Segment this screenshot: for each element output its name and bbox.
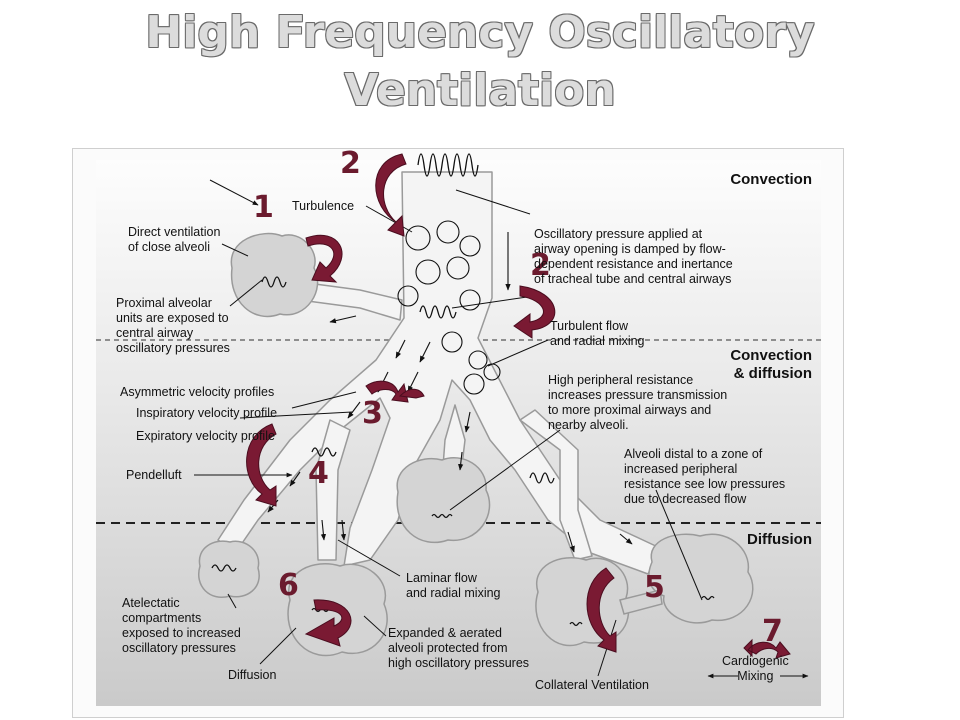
flow-arrows xyxy=(267,232,633,553)
mechanism-number-7: 7 xyxy=(762,614,783,649)
mechanism-number-5: 5 xyxy=(644,570,665,605)
label-diffusion: Diffusion xyxy=(228,668,277,682)
label-expanded: Expanded & aerated alveoli protected fro… xyxy=(388,626,530,670)
airway-tree xyxy=(217,171,661,575)
arrow-6 xyxy=(304,599,352,647)
label-alveoli-distal: Alveoli distal to a zone of increased pe… xyxy=(624,447,786,506)
label-oscillatory-pressure: Oscillatory pressure applied at airway o… xyxy=(534,227,733,286)
label-expiratory: Expiratory velocity profile xyxy=(136,429,275,443)
mechanism-number-4: 4 xyxy=(308,456,329,491)
arrow-1 xyxy=(305,234,343,283)
label-asymmetric: Asymmetric velocity profiles xyxy=(120,385,275,399)
label-proximal-alveolar: Proximal alveolar units are exposed to c… xyxy=(116,296,230,355)
leader-lines xyxy=(194,179,809,679)
wave-collateral xyxy=(569,621,583,627)
alveolus-central xyxy=(396,457,491,544)
alveolus-collateral-right xyxy=(648,533,754,624)
wave-atelectatic xyxy=(211,564,237,572)
mechanism-number-3: 3 xyxy=(362,396,383,431)
arrow-3-b xyxy=(398,388,425,399)
arrow-5 xyxy=(586,567,617,653)
alveolus-proximal xyxy=(230,232,319,318)
mechanism-number-6: 6 xyxy=(278,568,299,603)
wave-central xyxy=(431,513,453,519)
label-direct-ventilation: Direct ventilation of close alveoli xyxy=(128,225,221,254)
zone-diffusion: Diffusion xyxy=(747,531,812,548)
title-line-2: Ventilation xyxy=(344,65,616,116)
wave-branch xyxy=(529,472,555,484)
zone-convection-diffusion: Convection & diffusion xyxy=(730,347,812,382)
arrow-7 xyxy=(743,638,791,659)
label-cardiogenic: Cardiogenic Mixing xyxy=(722,654,789,683)
title-line-1: High Frequency Oscillatory xyxy=(145,7,815,58)
label-inspiratory: Inspiratory velocity profile xyxy=(136,406,278,420)
wave-distal xyxy=(701,595,715,601)
arrow-3 xyxy=(365,380,409,403)
arrow-2-top xyxy=(375,153,407,237)
wave-lower-trachea xyxy=(419,305,457,319)
wave-proximal xyxy=(261,276,287,288)
label-pendelluft: Pendelluft xyxy=(126,468,182,482)
label-high-peripheral: High peripheral resistance increases pre… xyxy=(548,373,728,432)
mechanism-number-1: 1 xyxy=(253,190,274,225)
collateral-channel xyxy=(619,589,663,615)
turbulence-eddies xyxy=(397,220,501,395)
label-collateral: Collateral Ventilation xyxy=(535,678,649,692)
mechanism-number-2-mid: 2 xyxy=(530,248,551,283)
label-laminar: Laminar flow and radial mixing xyxy=(406,571,501,600)
wave-pendelluft xyxy=(311,447,337,457)
zone-convection: Convection xyxy=(730,171,812,188)
wave-trachea xyxy=(417,153,479,177)
arrow-4 xyxy=(246,423,277,507)
label-turbulent-flow: Turbulent flow and radial mixing xyxy=(550,319,645,348)
label-turbulence: Turbulence xyxy=(292,199,355,213)
alveolus-atelectatic xyxy=(198,540,260,598)
mechanism-number-2-top: 2 xyxy=(340,146,361,181)
mechanism-arrows xyxy=(246,153,791,659)
arrow-2-mid xyxy=(513,285,556,339)
label-atelectatic: Atelectatic compartments exposed to incr… xyxy=(122,596,241,655)
